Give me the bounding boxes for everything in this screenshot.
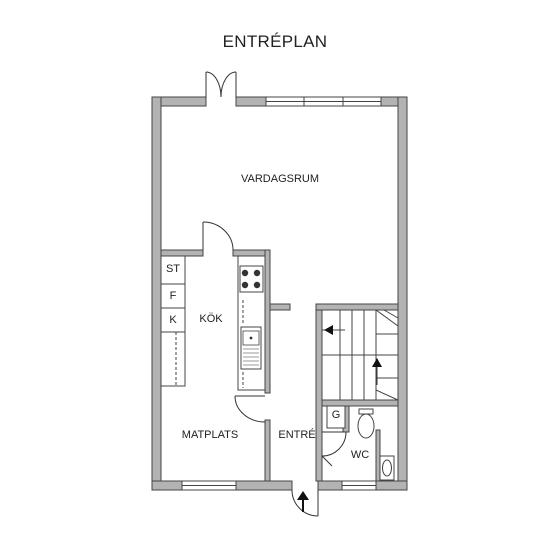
wall-right xyxy=(397,96,408,491)
wall-bottom-2 xyxy=(235,480,293,491)
kitchen-storage xyxy=(160,255,186,387)
wall-above-g xyxy=(321,399,399,407)
wall-bottom-1 xyxy=(151,480,183,491)
wall-stair-left xyxy=(315,303,323,482)
stairs xyxy=(321,309,399,401)
wall-stair-top xyxy=(315,303,399,311)
plan-title: ENTRÉPLAN xyxy=(222,32,328,51)
stair-arrow-icon xyxy=(324,325,333,335)
interior-doors xyxy=(202,221,347,467)
stair-arrow-up-icon xyxy=(372,358,382,367)
wall-kitchen-top-right xyxy=(232,249,266,257)
unit-label-k: K xyxy=(169,314,177,326)
room-label-kitchen: KÖK xyxy=(199,313,223,325)
room-label-dining: MATPLATS xyxy=(181,429,239,441)
kitchen-counter xyxy=(237,255,266,391)
wall-top-mid xyxy=(235,96,267,107)
wall-dining-entrance xyxy=(264,419,271,482)
wc-fixtures xyxy=(357,408,395,481)
unit-label-g: G xyxy=(331,409,341,421)
room-label-entrance: ENTRÉ xyxy=(278,429,316,441)
windows xyxy=(181,96,382,491)
wall-kitchen-top-left xyxy=(160,249,204,257)
unit-label-st: ST xyxy=(165,263,181,275)
wall-island xyxy=(264,249,271,394)
stove-icon xyxy=(239,265,264,293)
front-door xyxy=(291,489,319,517)
wall-wc-mid xyxy=(375,429,381,482)
room-label-living: VARDAGSRUM xyxy=(240,173,320,185)
wall-bottom-3 xyxy=(317,480,343,491)
toilet-icon xyxy=(357,413,375,439)
balcony-door xyxy=(205,71,237,98)
toilet-tank-icon xyxy=(358,408,374,415)
unit-label-f: F xyxy=(169,290,177,302)
wall-island-stub xyxy=(269,303,291,311)
room-label-wc: WC xyxy=(350,449,370,461)
wall-left xyxy=(151,96,162,491)
g-closet xyxy=(326,405,346,429)
interior-walls xyxy=(160,249,399,482)
wall-bottom-4 xyxy=(375,480,408,491)
